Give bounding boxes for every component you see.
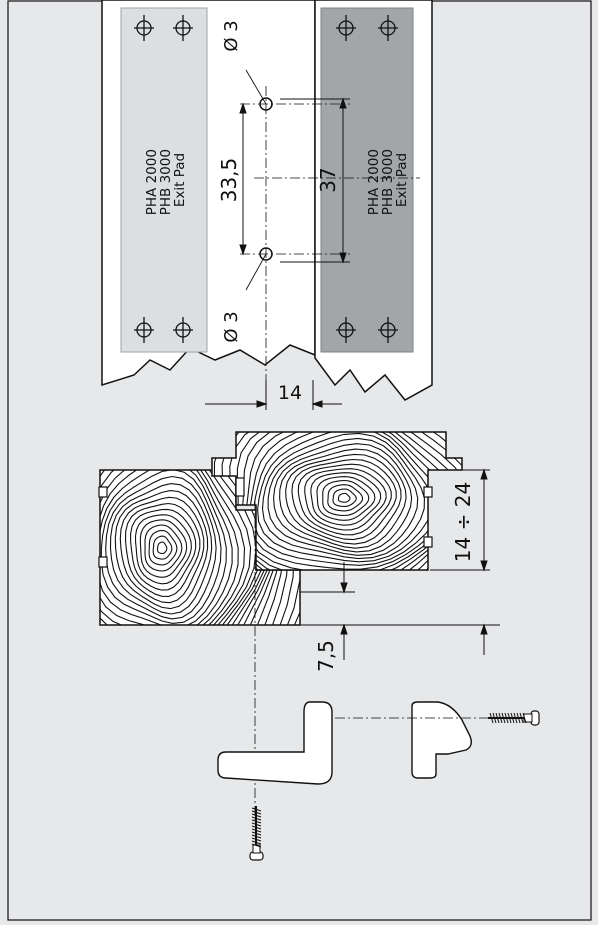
grain-ring xyxy=(130,508,197,591)
grain-ring xyxy=(109,483,213,615)
dim-7-5 xyxy=(300,623,500,660)
plate-label-left: PHA 2000 PHB 3000 Exit Pad xyxy=(144,145,188,216)
screw-icon xyxy=(249,806,264,861)
dim-hole-spacing-large xyxy=(280,97,350,264)
screw-icon xyxy=(488,710,540,726)
dim-label-14: 14 xyxy=(278,382,302,404)
dim-label-37: 37 xyxy=(316,167,340,192)
grain-ring xyxy=(316,476,376,521)
plate-label-right: PHA 2000 PHB 3000 Exit Pad xyxy=(366,145,410,216)
grain-ring xyxy=(267,437,419,556)
grain-ring xyxy=(236,432,462,570)
grain-ring xyxy=(332,488,357,507)
grain-ring xyxy=(144,524,183,572)
grain-ring xyxy=(241,432,462,570)
dim-range xyxy=(300,468,490,594)
grain-ring xyxy=(100,470,222,624)
grain-ring xyxy=(105,475,217,620)
center-lines xyxy=(240,86,420,410)
grain-ring xyxy=(139,519,188,578)
grain-ring xyxy=(310,472,382,526)
dim-label-7-5: 7,5 xyxy=(314,640,338,672)
hole-leaders xyxy=(245,69,267,291)
mounting-plate-light xyxy=(120,7,208,353)
wood-grain-left xyxy=(100,470,300,625)
grain-ring xyxy=(297,463,392,536)
door-leaf-profile xyxy=(211,431,463,571)
grain-ring xyxy=(100,470,233,625)
bracket-icon xyxy=(217,701,333,785)
grain-ring xyxy=(100,470,227,625)
screw-thread xyxy=(522,712,527,724)
grain-ring xyxy=(252,432,440,566)
grain-ring xyxy=(152,535,173,560)
grain-ring xyxy=(285,453,402,545)
hole-diameter-top: Ø 3 xyxy=(221,20,242,51)
grain-ring xyxy=(304,468,387,531)
grain-ring xyxy=(134,514,192,585)
grain-ring xyxy=(124,502,201,597)
grain-ring xyxy=(156,541,168,555)
profile-grooves xyxy=(98,477,433,568)
grain-ring xyxy=(273,443,413,553)
grain-ring xyxy=(261,432,425,560)
top-view: PHA 2000 PHB 3000 Exit Pad PHA 2000 PHB … xyxy=(101,0,433,410)
grain-ring xyxy=(322,479,370,517)
section-view: 14 ÷ 24 7,5 xyxy=(98,431,500,820)
dim-hole-spacing-small xyxy=(239,102,247,256)
hardware xyxy=(217,701,540,861)
stop-block-icon xyxy=(411,701,473,779)
grain-ring xyxy=(337,492,351,503)
dim-label-14-24: 14 ÷ 24 xyxy=(451,482,475,562)
grain-ring xyxy=(257,432,433,563)
grain-ring xyxy=(279,448,407,549)
grain-ring xyxy=(291,458,397,541)
grain-ring xyxy=(119,496,205,604)
grain-ring xyxy=(148,529,178,566)
hole-diameter-bottom: Ø 3 xyxy=(221,311,242,342)
grain-ring xyxy=(327,484,364,512)
crosshair-hole-icon xyxy=(134,15,398,343)
mounting-plate-dark xyxy=(320,7,414,353)
grain-ring xyxy=(248,432,448,570)
dim-label-33-5: 33,5 xyxy=(217,158,241,203)
grain-ring xyxy=(114,490,209,610)
screw-thread xyxy=(251,843,262,848)
grain-ring xyxy=(245,432,456,570)
dim-offset-14 xyxy=(205,380,342,410)
